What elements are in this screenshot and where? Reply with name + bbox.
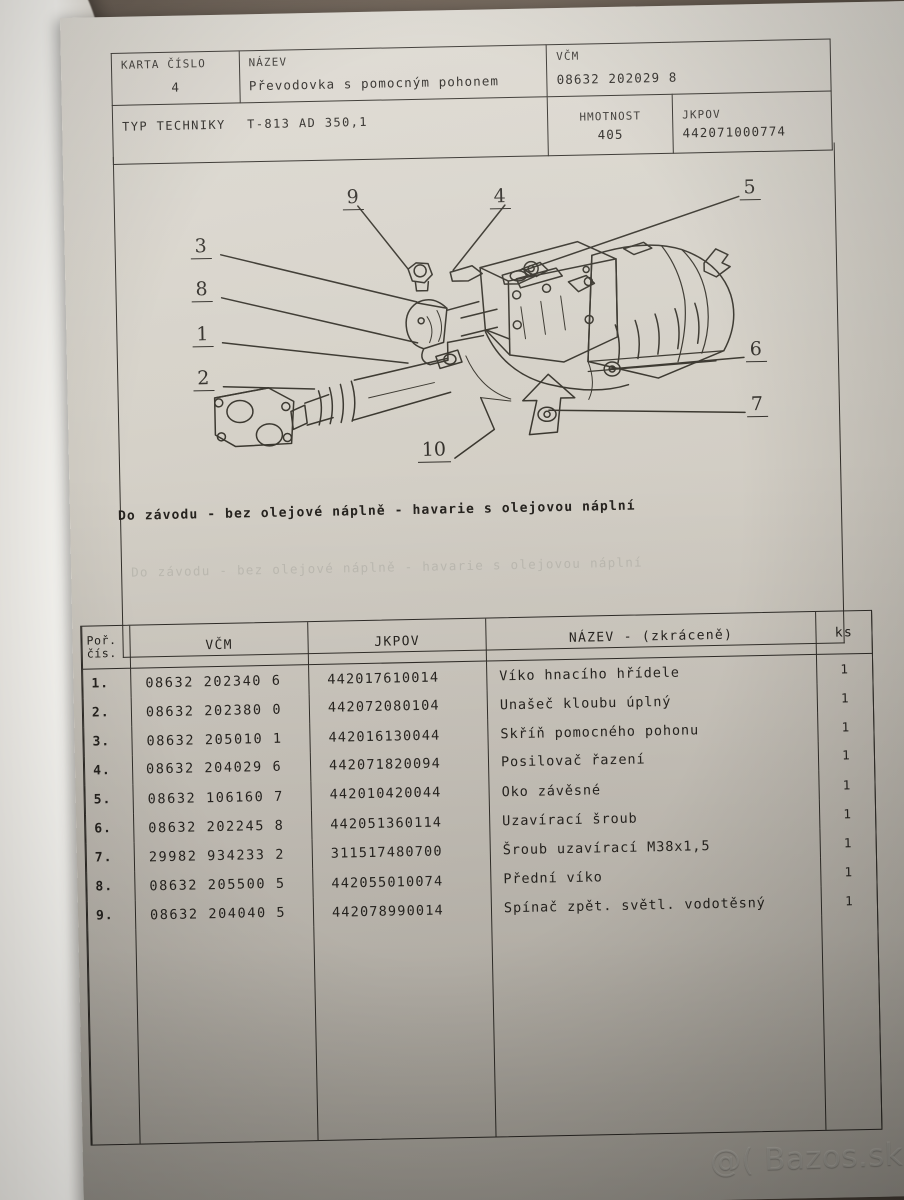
cell-vcm: 08632 106160 7: [132, 781, 312, 814]
cell-ks: 1: [819, 798, 876, 829]
callout-5: 5: [739, 176, 761, 201]
cell-order: 4.: [84, 755, 133, 786]
column-header-ks: ks: [815, 610, 873, 655]
cell-vcm: 08632 202380 0: [131, 694, 310, 727]
watermark: @( Bazos.sk: [709, 1136, 904, 1180]
cell-empty-vcm: [135, 926, 319, 1144]
cell-order: 6.: [85, 813, 135, 844]
callout-3: 3: [190, 235, 212, 260]
cell-vcm: 08632 205500 5: [134, 868, 314, 901]
name-value: Převodovka s pomocným pohonem: [248, 73, 500, 94]
callout-9: 9: [342, 186, 365, 211]
table-empty-rows: [87, 914, 882, 1145]
cell-order: 7.: [86, 842, 135, 873]
cell-jkpov: 311517480700: [312, 835, 491, 869]
name-label: NÁZEV: [248, 55, 288, 70]
cell-ks: 1: [817, 711, 875, 742]
column-header-order-line2: čís.: [86, 645, 118, 661]
jkpov-label: JKPOV: [682, 107, 721, 122]
column-header-name: NÁZEV - (zkráceně): [485, 611, 817, 662]
parts-table-body: 1. 08632 202340 6 442017610014 Víko hnac…: [82, 653, 882, 1145]
cell-ks: 1: [821, 885, 878, 916]
cell-ks: 1: [819, 827, 877, 858]
column-header-vcm: VČM: [129, 622, 309, 669]
weight-label: HMOTNOST: [579, 109, 642, 124]
weight-value: 405: [597, 126, 624, 143]
type-label: TYP TECHNIKY: [122, 117, 226, 134]
cell-order: 5.: [84, 784, 134, 815]
cell-empty-order: [87, 929, 141, 1145]
cell-vcm: 08632 204029 6: [131, 751, 310, 784]
cell-vcm: 08632 202340 6: [130, 664, 310, 698]
cell-empty-jkpov: [313, 922, 497, 1141]
cell-ks: 1: [817, 682, 874, 713]
parts-table-wrapper: Poř. čís. VČM JKPOV NÁZEV - (zkráceně) k…: [80, 609, 883, 1146]
callout-6: 6: [745, 338, 768, 363]
callout-1: 1: [192, 323, 214, 348]
cell-order: 9.: [87, 900, 136, 931]
callout-4: 4: [489, 185, 512, 210]
cell-order: 3.: [83, 726, 133, 757]
cell-vcm: 08632 204040 5: [135, 897, 314, 930]
column-header-jkpov: JKPOV: [307, 618, 487, 665]
cell-jkpov: 442071820094: [310, 747, 489, 781]
cell-jkpov: 442010420044: [310, 776, 490, 810]
callout-7: 7: [746, 393, 769, 418]
cell-order: 1.: [82, 668, 132, 699]
card-no-label: KARTA ČÍSLO: [120, 57, 207, 72]
type-value: T-813 AD 350,1: [247, 114, 369, 132]
callout-2: 2: [193, 367, 215, 392]
cell-jkpov: 442055010074: [312, 865, 492, 899]
cell-order: 8.: [86, 871, 136, 902]
parts-table: Poř. čís. VČM JKPOV NÁZEV - (zkráceně) k…: [81, 610, 882, 1145]
header-cell-vcm: VČM 08632 202029 8: [546, 39, 832, 97]
vcm-value: 08632 202029 8: [556, 69, 678, 88]
cell-empty-ks: [821, 914, 882, 1130]
vcm-label: VČM: [556, 49, 580, 64]
document-sheet: KARTA ČÍSLO 4 NÁZEV Převodovka s pomocný…: [60, 1, 904, 1200]
drawing-frame: 3 8 1 2 9 4 5 6 7 10: [112, 142, 845, 658]
jkpov-value: 442071000774: [682, 123, 787, 141]
cell-jkpov: 442072080104: [309, 689, 488, 723]
cell-order: 2.: [83, 697, 132, 728]
cell-jkpov: 442078990014: [313, 894, 492, 928]
cell-empty-name: [491, 915, 826, 1137]
callout-10: 10: [417, 438, 452, 463]
column-header-order: Poř. čís.: [81, 625, 131, 670]
header-cell-name: NÁZEV Převodovka s pomocným pohonem: [238, 44, 548, 103]
cell-jkpov: 442051360114: [311, 806, 490, 840]
header-cell-card-no: KARTA ČÍSLO 4: [111, 50, 240, 106]
cell-ks: 1: [820, 856, 878, 887]
gearbox-technical-drawing: [213, 195, 746, 459]
callout-8: 8: [191, 278, 213, 303]
cell-ks: 1: [818, 769, 876, 800]
cell-ks: 1: [818, 739, 875, 770]
cell-vcm: 08632 202245 8: [133, 810, 313, 843]
cell-ks: 1: [816, 653, 874, 684]
card-no-value: 4: [171, 79, 181, 95]
cell-vcm: 29982 934233 2: [134, 839, 313, 872]
